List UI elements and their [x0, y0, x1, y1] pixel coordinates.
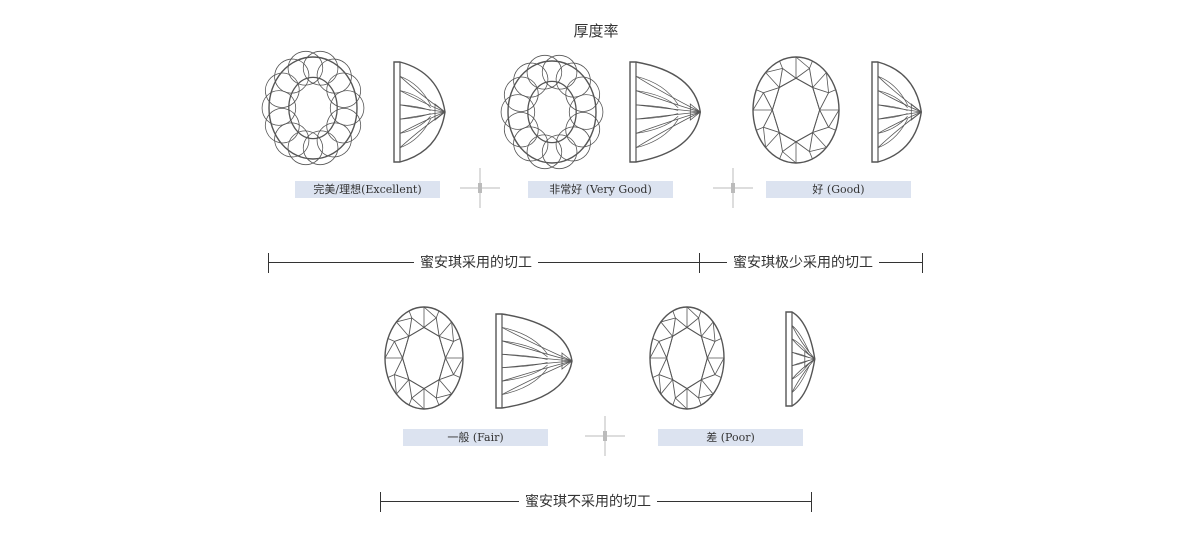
good-side-view-icon: [868, 60, 926, 164]
excellent-side-view-icon: [390, 60, 450, 164]
very-good-side-view-icon: [626, 60, 702, 164]
bracket-tick: [811, 492, 812, 512]
label-good: 好 (Good): [766, 181, 911, 198]
good-top-view-icon: [752, 56, 840, 164]
bracket-tick: [380, 492, 381, 512]
label-poor: 差 (Poor): [658, 429, 803, 446]
bracket-label-rarely-used: 蜜安琪极少采用的切工: [727, 253, 879, 273]
crosshair-icon: [585, 416, 625, 460]
label-excellent: 完美/理想(Excellent): [295, 181, 440, 198]
bracket-tick: [699, 253, 700, 273]
bracket-used-cuts: 蜜安琪采用的切工: [268, 253, 700, 273]
bracket-tick: [268, 253, 269, 273]
bracket-not-used-cuts: 蜜安琪不采用的切工: [380, 492, 812, 512]
poor-top-view-icon: [649, 306, 725, 410]
bracket-tick: [922, 253, 923, 273]
excellent-top-view-icon: [261, 50, 365, 166]
label-very-good: 非常好 (Very Good): [528, 181, 673, 198]
label-fair: 一般 (Fair): [403, 429, 548, 446]
bracket-rarely-used-cuts: 蜜安琪极少采用的切工: [700, 253, 923, 273]
diagram-title: 厚度率: [573, 22, 619, 40]
crosshair-icon: [460, 168, 500, 212]
bracket-label-used: 蜜安琪采用的切工: [414, 253, 538, 273]
crosshair-icon: [713, 168, 753, 212]
poor-side-view-icon: [782, 310, 816, 408]
very-good-top-view-icon: [500, 54, 604, 170]
fair-top-view-icon: [384, 306, 464, 410]
fair-side-view-icon: [492, 312, 573, 410]
bracket-label-not-used: 蜜安琪不采用的切工: [519, 492, 657, 512]
